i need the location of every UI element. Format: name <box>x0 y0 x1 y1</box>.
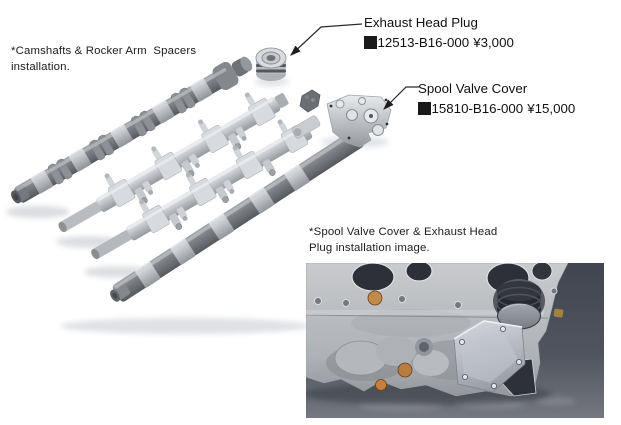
engine-caption-line1: *Spool Valve Cover & Exhaust Head <box>309 226 498 238</box>
camshafts-caption-line2: installation. <box>11 60 70 73</box>
part-title: Spool Valve Cover <box>418 81 528 96</box>
part-title: Exhaust Head Plug <box>364 15 478 30</box>
cover-bolts <box>458 325 523 390</box>
part-bullet-square <box>364 36 377 49</box>
camshafts-caption-line1: *Camshafts & Rocker Arm Spacers <box>11 45 197 57</box>
spool-valve-cover-part <box>326 94 392 148</box>
brass-fitting <box>553 308 564 318</box>
exhaust-head-plug-installed <box>493 279 545 330</box>
camshaft-exhaust <box>110 129 364 302</box>
camshafts-photo <box>6 47 392 334</box>
rocker-end-piece <box>291 115 321 139</box>
rocker-cluster <box>139 119 309 234</box>
annotation-exhaust-head-plug: Exhaust Head Plug 12513-B16-000 ¥3,000 <box>364 13 514 52</box>
exhaust-head-plug-part <box>255 47 287 81</box>
engine-caption-line2: Plug installation image. <box>309 242 430 255</box>
part-price: ¥15,000 <box>527 100 576 116</box>
rocker-cluster <box>104 92 276 208</box>
rocker-arm-assembly-1 <box>58 92 289 233</box>
part-bullet-square <box>418 102 431 115</box>
spool-valve-cover-installed <box>453 320 526 393</box>
engine-photo <box>306 263 604 418</box>
annotation-spool-valve-cover: Spool Valve Cover 15810-B16-000 ¥15,000 <box>418 79 575 118</box>
seal-part <box>299 89 321 113</box>
part-price: ¥3,000 <box>473 34 514 50</box>
part-number: 12513-B16-000 <box>377 34 470 50</box>
engine-caption: *Spool Valve Cover & Exhaust Head Plug i… <box>309 224 497 256</box>
camshafts-caption: *Camshafts & Rocker Arm Spacers installa… <box>11 44 196 76</box>
copper-plugs <box>367 290 413 391</box>
part-number: 15810-B16-000 <box>431 100 524 116</box>
intake-ports <box>351 263 553 294</box>
camshaft-intake <box>11 56 253 204</box>
rocker-arm-assembly-2 <box>91 119 313 260</box>
